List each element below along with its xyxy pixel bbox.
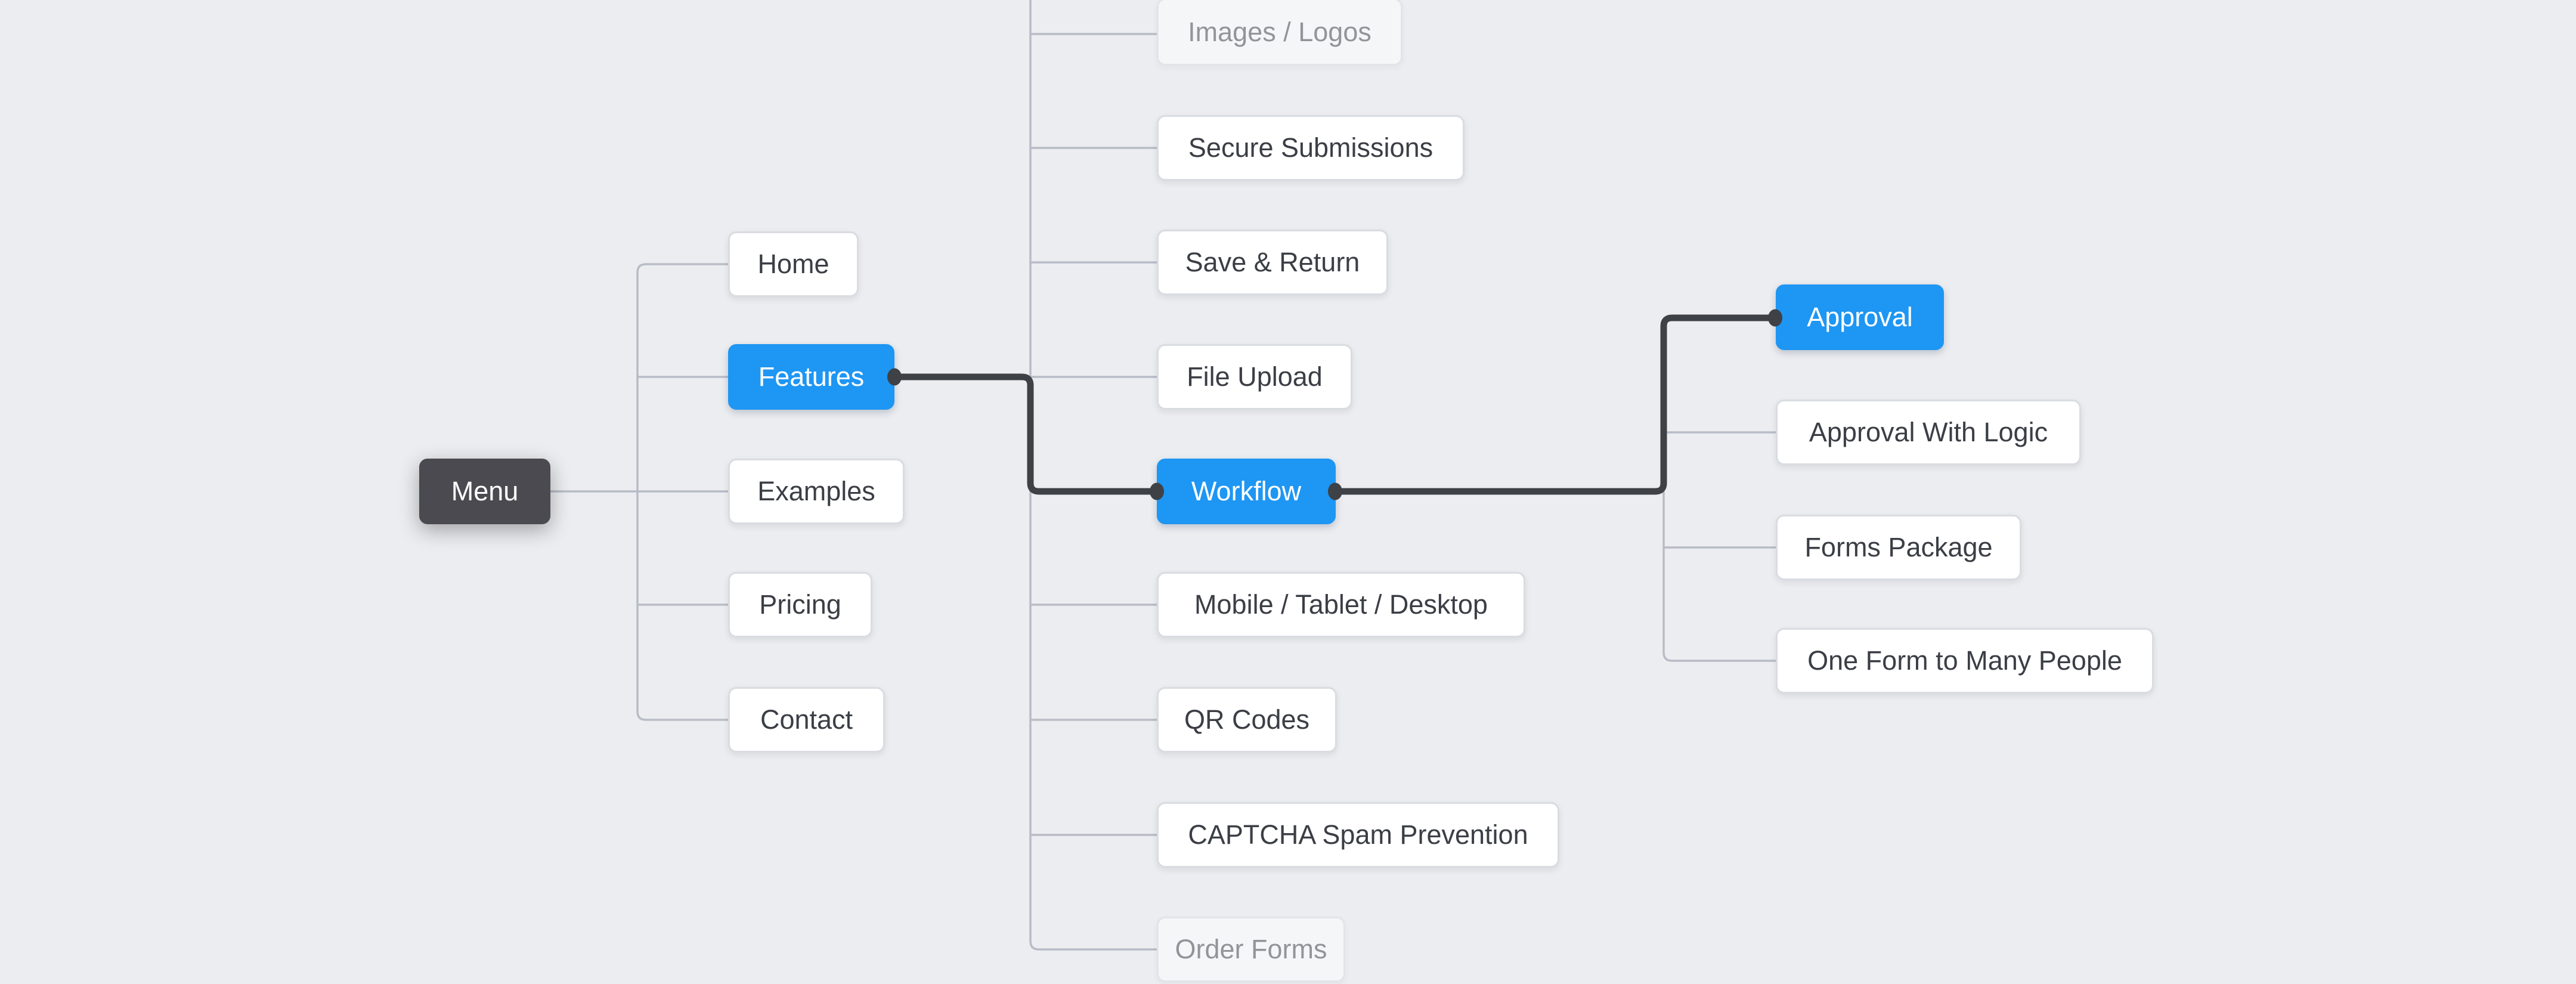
node-examples[interactable]: Examples xyxy=(728,459,905,524)
node-contact[interactable]: Contact xyxy=(728,687,885,753)
wire-workflow-trunk xyxy=(1662,491,1776,662)
node-features[interactable]: Features xyxy=(728,344,894,410)
node-pricing[interactable]: Pricing xyxy=(728,572,872,638)
node-mobile-tablet-desktop[interactable]: Mobile / Tablet / Desktop xyxy=(1157,572,1525,638)
node-mobile-tablet-desktop-label: Mobile / Tablet / Desktop xyxy=(1194,589,1488,620)
wire-menu-trunk xyxy=(636,263,728,721)
node-order-forms-label: Order Forms xyxy=(1175,934,1327,964)
node-file-upload[interactable]: File Upload xyxy=(1157,344,1352,410)
node-approval-with-logic-label: Approval With Logic xyxy=(1809,417,2048,447)
node-contact-label: Contact xyxy=(760,704,853,735)
node-menu-label: Menu xyxy=(451,476,519,506)
wire-selected-features-to-workflow xyxy=(891,373,1160,495)
node-file-upload-label: File Upload xyxy=(1187,361,1323,392)
node-forms-package[interactable]: Forms Package xyxy=(1776,515,2021,580)
node-order-forms[interactable]: Order Forms xyxy=(1157,917,1345,982)
node-examples-label: Examples xyxy=(757,476,875,506)
node-qr-codes-label: QR Codes xyxy=(1184,704,1310,735)
node-secure-submissions-label: Secure Submissions xyxy=(1188,132,1433,163)
node-approval[interactable]: Approval xyxy=(1776,284,1944,350)
node-menu[interactable]: Menu xyxy=(419,459,550,524)
node-images-logos[interactable]: Images / Logos xyxy=(1157,0,1402,66)
node-images-logos-label: Images / Logos xyxy=(1188,16,1371,47)
node-workflow-label: Workflow xyxy=(1191,476,1302,506)
node-features-label: Features xyxy=(758,361,865,392)
node-one-form-to-many-people[interactable]: One Form to Many People xyxy=(1776,628,2154,694)
node-pricing-label: Pricing xyxy=(759,589,841,620)
node-secure-submissions[interactable]: Secure Submissions xyxy=(1157,115,1465,181)
node-one-form-to-many-people-label: One Form to Many People xyxy=(1807,645,2122,676)
node-qr-codes[interactable]: QR Codes xyxy=(1157,687,1337,753)
wire-selected-workflow-to-approval xyxy=(1332,314,1779,495)
node-approval-label: Approval xyxy=(1807,302,1913,332)
node-workflow[interactable]: Workflow xyxy=(1157,459,1336,524)
node-captcha-spam-prevention-label: CAPTCHA Spam Prevention xyxy=(1188,819,1528,850)
node-save-return-label: Save & Return xyxy=(1185,247,1360,277)
node-home-label: Home xyxy=(757,249,829,279)
wire-features-trunk xyxy=(1029,0,1157,951)
node-approval-with-logic[interactable]: Approval With Logic xyxy=(1776,400,2081,465)
node-forms-package-label: Forms Package xyxy=(1804,532,1993,562)
node-captcha-spam-prevention[interactable]: CAPTCHA Spam Prevention xyxy=(1157,802,1559,868)
node-home[interactable]: Home xyxy=(728,231,859,297)
node-save-return[interactable]: Save & Return xyxy=(1157,230,1388,295)
